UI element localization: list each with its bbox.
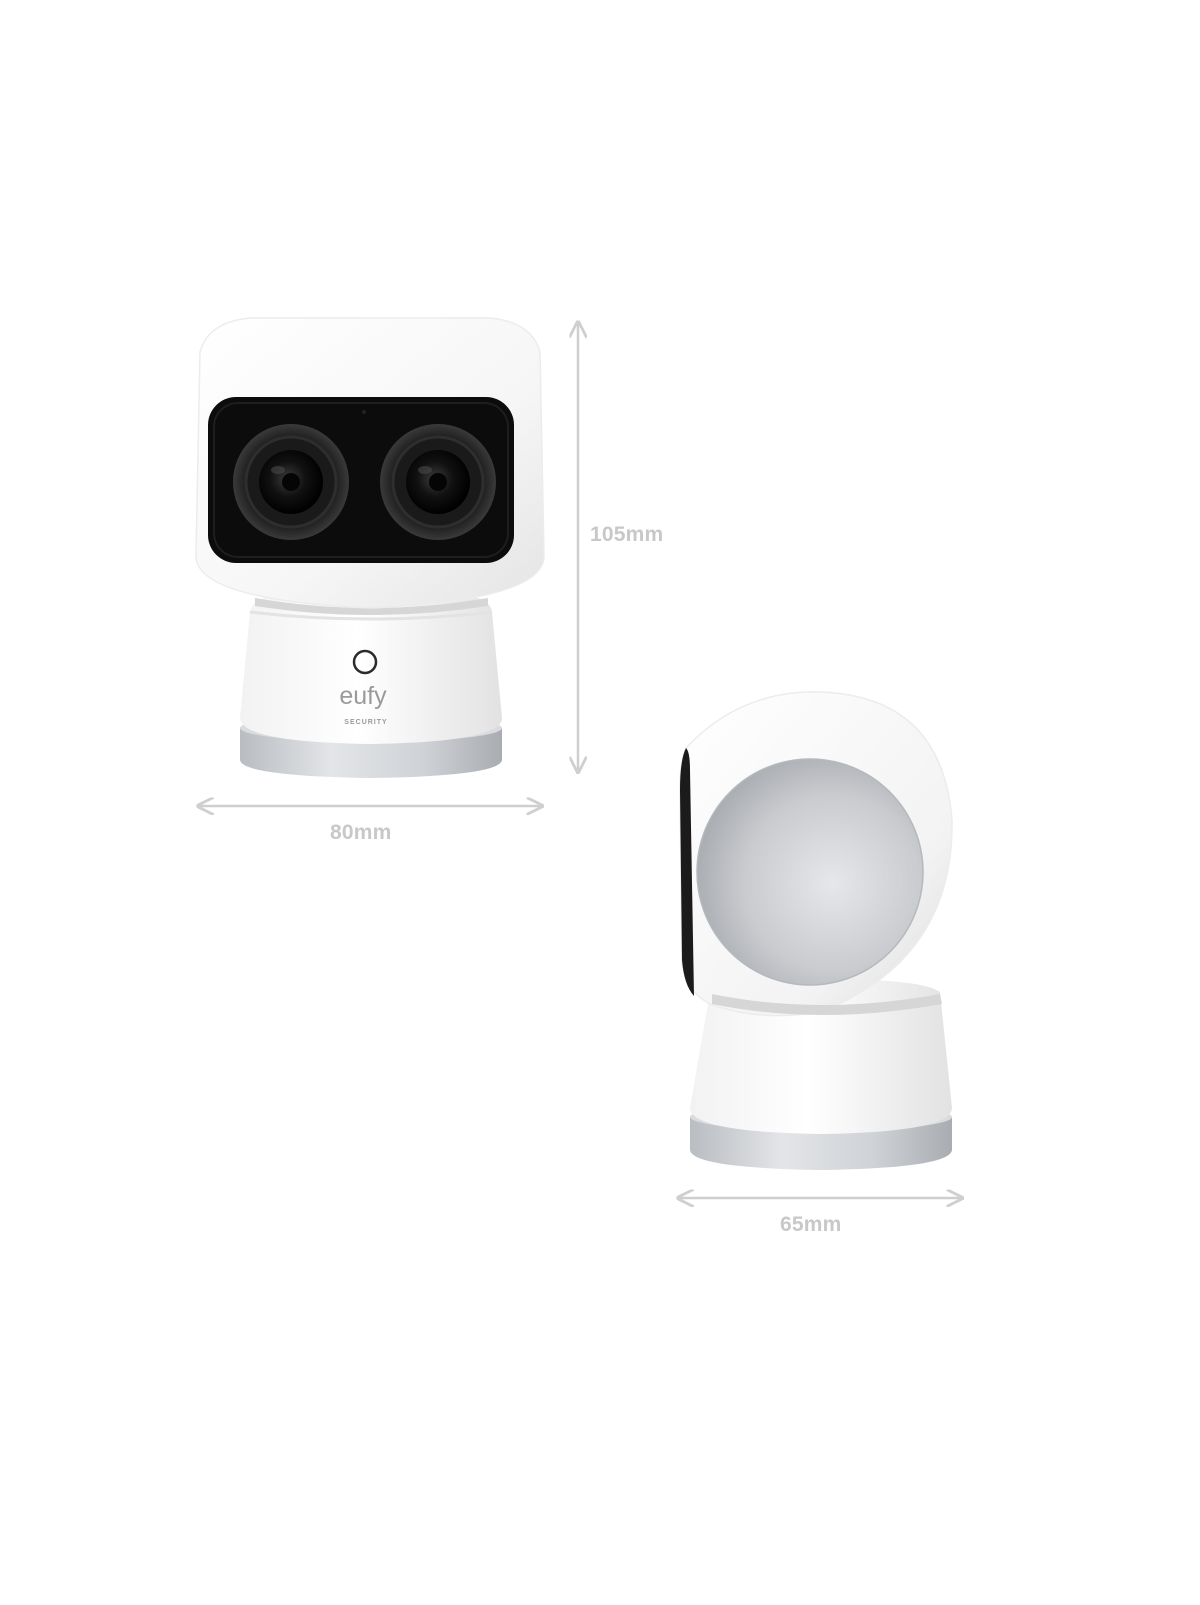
status-light-icon xyxy=(352,649,378,675)
side-neck-shadow xyxy=(712,994,942,1015)
sensor-dot-icon xyxy=(362,410,366,414)
side-base-body xyxy=(690,979,952,1134)
height-dimension-label: 105mm xyxy=(590,523,664,546)
side-hinge-disc xyxy=(697,759,923,985)
left-lens-icon xyxy=(233,424,349,540)
camera-side-view xyxy=(679,691,953,1170)
dimension-lines xyxy=(198,322,962,1198)
front-width-dimension-label: 80mm xyxy=(330,821,392,844)
side-camera-head xyxy=(679,691,953,1017)
eufy-logo: eufy xyxy=(339,682,387,710)
camera-front-view: eufy SECURITY xyxy=(195,317,545,778)
front-camera-head xyxy=(195,317,545,609)
side-width-dimension-label: 65mm xyxy=(780,1213,842,1236)
right-lens-icon xyxy=(380,424,496,540)
security-logo-subtext: SECURITY xyxy=(344,719,387,726)
front-neck-shadow xyxy=(255,598,488,615)
